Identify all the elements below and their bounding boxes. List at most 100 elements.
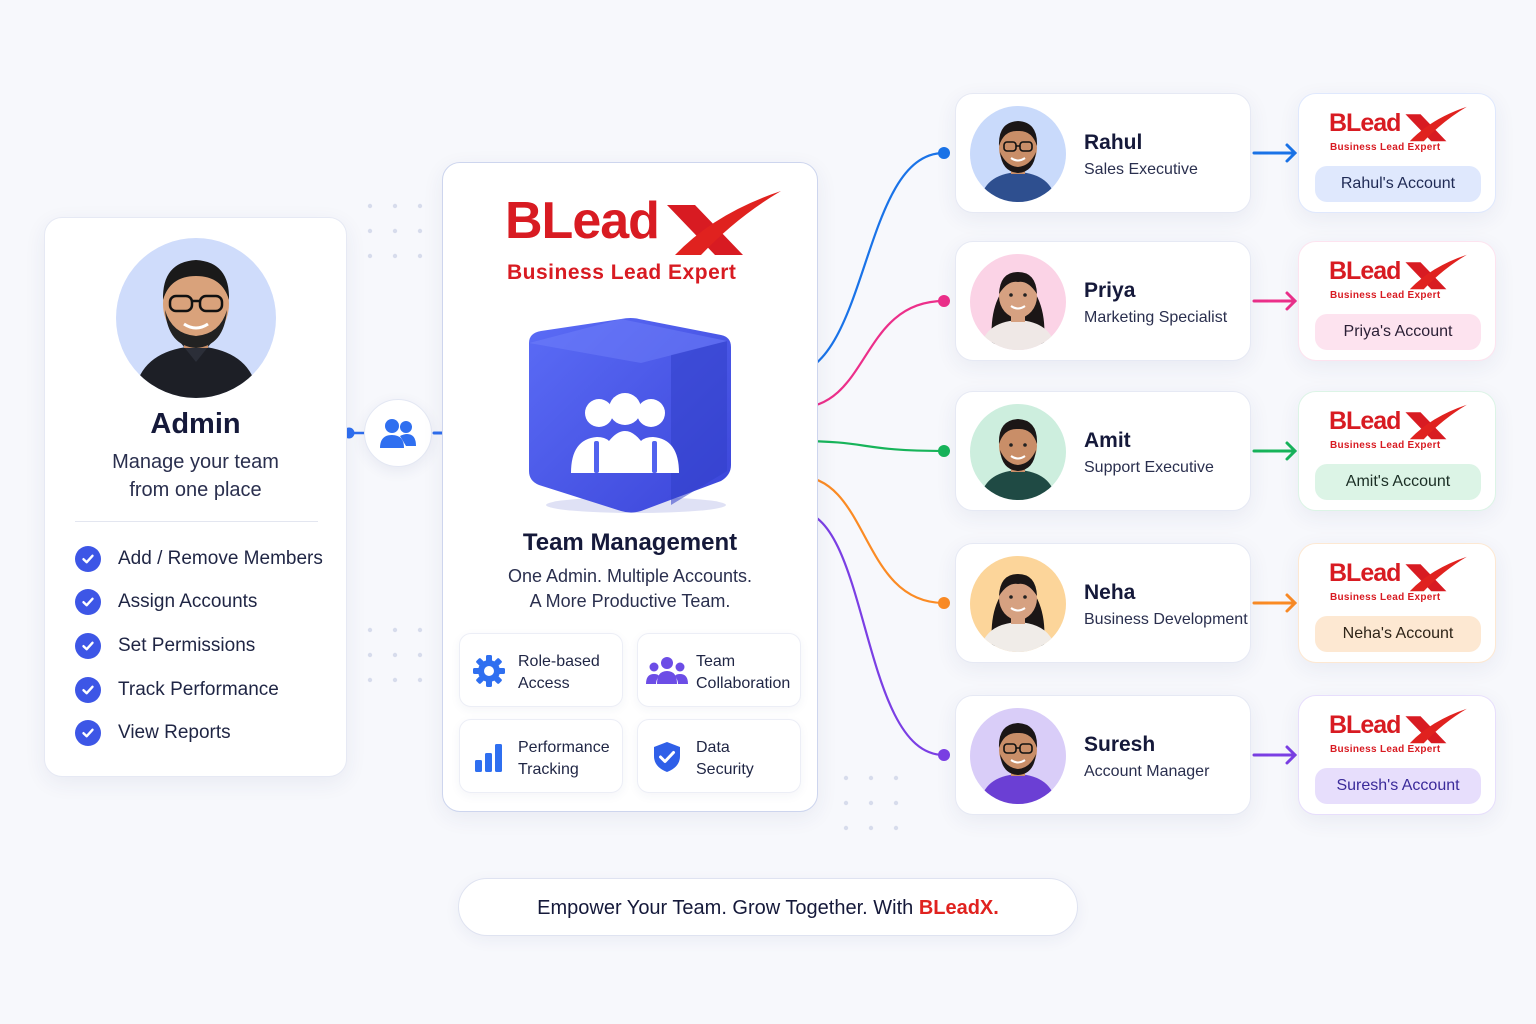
member-card-amit[interactable]: Amit Support Executive [955,391,1251,511]
member-card-rahul[interactable]: Rahul Sales Executive [955,93,1251,213]
admin-feature-label: Assign Accounts [118,591,258,612]
bleadx-logo: BLead Business Lead Expert [505,191,781,291]
check-circle-icon [75,720,101,746]
member-name: Amit [1084,429,1131,452]
shield-check-icon [654,742,680,772]
bleadx-logo: BLead Business Lead Expert [1329,106,1479,158]
logo-x-swoosh-icon [667,191,781,255]
connector-dot [938,749,950,761]
account-card-rahul: BLead Business Lead Expert Rahul's Accou… [1298,93,1496,213]
member-role: Sales Executive [1084,161,1198,178]
member-connector-line [795,474,946,605]
check-circle-icon [75,633,101,659]
center-subtitle-line: One Admin. Multiple Accounts. [507,566,753,586]
member-name: Priya [1084,279,1136,302]
connector-dot [938,147,950,159]
member-role: Account Manager [1084,763,1210,780]
center-title: Team Management [522,529,738,556]
member-avatar [970,106,1066,202]
member-card-priya[interactable]: Priya Marketing Specialist [955,241,1251,361]
account-card-priya: BLead Business Lead Expert Priya's Accou… [1298,241,1496,361]
logo-tagline: Business Lead Expert [1330,142,1441,153]
member-name: Neha [1084,581,1136,604]
check-circle-icon [75,546,101,572]
account-card-suresh: BLead Business Lead Expert Suresh's Acco… [1298,695,1496,815]
admin-feature-label: Track Performance [118,679,279,700]
admin-subtitle-line: from one place [129,479,262,501]
admin-subtitle: Manage your team from one place [45,448,346,504]
dot-grid-decoration [367,627,423,683]
member-avatar [970,404,1066,500]
member-card-suresh[interactable]: Suresh Account Manager [955,695,1251,815]
dot-grid-decoration [367,203,423,259]
check-circle-icon [75,677,101,703]
member-connector-line [795,509,946,757]
team-connector-bubble [364,399,432,467]
feature-performance-tracking: Performance Tracking [459,719,623,793]
account-button[interactable]: Amit's Account [1315,464,1481,500]
member-role: Business Development [1084,611,1248,628]
feature-label: Data Security [696,739,754,778]
admin-feature-item: Track Performance [75,676,279,704]
team-management-card: BLead Business Lead Expert Team Man [442,162,818,812]
footer-brand: BLeadX. [918,897,999,919]
logo-tagline: Business Lead Expert [1330,592,1441,603]
admin-feature-label: View Reports [118,722,231,743]
bleadx-logo: BLead Business Lead Expert [1329,404,1479,456]
member-connector-line [795,299,946,410]
connector-dot [938,295,950,307]
feature-data-security: Data Security [637,719,801,793]
arrow-right-icon [1285,143,1298,163]
logo-wordmark: BLead [1329,407,1401,435]
center-subtitle: One Admin. Multiple Accounts. A More Pro… [443,564,817,614]
admin-subtitle-line: Manage your team [112,451,279,473]
connector-dot [938,445,950,457]
logo-tagline: Business Lead Expert [507,261,737,284]
admin-avatar [116,238,276,398]
member-avatar [970,254,1066,350]
logo-wordmark: BLead [1329,711,1401,739]
account-card-neha: BLead Business Lead Expert Neha's Accoun… [1298,543,1496,663]
dot-grid-decoration [843,775,899,831]
center-subtitle-line: A More Productive Team. [529,591,731,611]
member-name: Rahul [1084,131,1143,154]
feature-label: Performance Tracking [518,739,610,778]
feature-team-collaboration: Team Collaboration [637,633,801,707]
check-circle-icon [75,589,101,615]
arrow-right-icon [1285,291,1298,311]
arrow-right-icon [1285,745,1298,765]
footer-tagline: Empower Your Team. Grow Together. With B… [458,878,1078,936]
logo-x-swoosh-icon [1405,404,1467,440]
gear-icon [473,655,505,687]
admin-feature-item: Assign Accounts [75,588,257,616]
account-button[interactable]: Rahul's Account [1315,166,1481,202]
account-button[interactable]: Suresh's Account [1315,768,1481,804]
team-cube-icon [529,318,731,513]
member-avatar [970,708,1066,804]
member-name: Suresh [1084,733,1156,756]
account-button[interactable]: Neha's Account [1315,616,1481,652]
admin-feature-label: Set Permissions [118,635,256,656]
footer-text: Empower Your Team. Grow Together. With [537,897,919,919]
member-role: Marketing Specialist [1084,309,1228,326]
account-card-amit: BLead Business Lead Expert Amit's Accoun… [1298,391,1496,511]
admin-card: Admin Manage your team from one place Ad… [44,217,347,777]
admin-feature-item: Set Permissions [75,632,255,660]
member-card-neha[interactable]: Neha Business Development [955,543,1251,663]
admin-feature-item: View Reports [75,719,231,747]
logo-wordmark: BLead [1329,257,1401,285]
bar-chart-icon [475,744,502,772]
divider [75,521,318,522]
member-avatar [970,556,1066,652]
logo-tagline: Business Lead Expert [1330,290,1441,301]
feature-label: Team Collaboration [696,653,791,692]
account-button[interactable]: Priya's Account [1315,314,1481,350]
logo-wordmark: BLead [1329,559,1401,587]
logo-wordmark: BLead [1329,109,1401,137]
logo-tagline: Business Lead Expert [1330,744,1441,755]
arrow-right-icon [1285,593,1298,613]
logo-tagline: Business Lead Expert [1330,440,1441,451]
admin-feature-label: Add / Remove Members [118,548,323,569]
logo-x-swoosh-icon [1405,254,1467,290]
feature-role-based-access: Role-based Access [459,633,623,707]
